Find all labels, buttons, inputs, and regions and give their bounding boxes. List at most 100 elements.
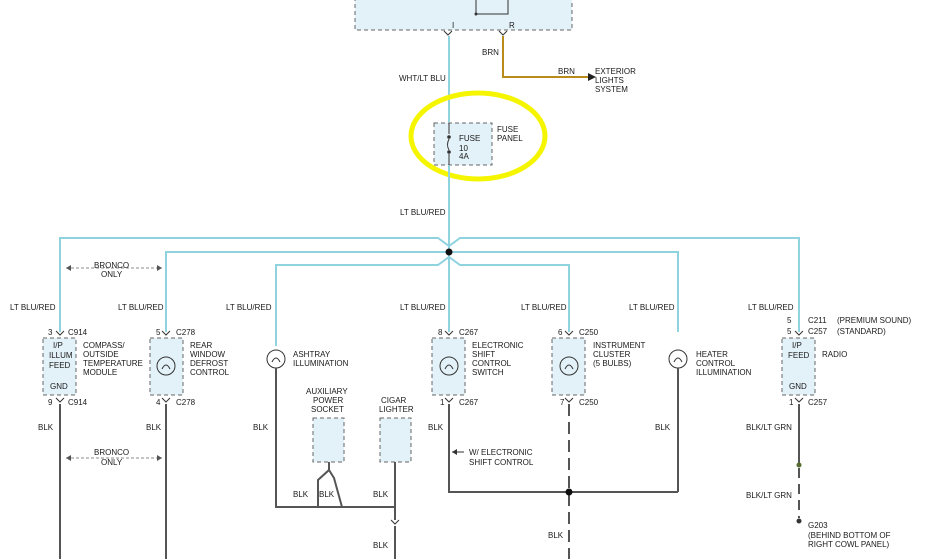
fuse-box	[433, 122, 493, 166]
radio-conn-b: C257	[808, 327, 828, 336]
radio-ground: G203	[808, 521, 828, 530]
top-module-internal	[475, 0, 509, 15]
arrow-icon	[452, 449, 457, 455]
shift-note-1: W/ ELECTRONIC	[469, 448, 533, 457]
rear-wire-out: BLK	[146, 423, 162, 432]
radio-box-2: FEED	[788, 351, 810, 360]
compass-box-1: I/P	[53, 341, 63, 350]
top-module-box	[354, 0, 573, 31]
radio-gnd: GND	[789, 382, 807, 391]
fuse-out-label: LT BLU/RED	[400, 208, 446, 217]
compass-conn-out: C914	[68, 398, 88, 407]
wire-main-label: WHT/LT BLU	[399, 74, 446, 83]
shift-note-2: SHIFT CONTROL	[469, 458, 534, 467]
shift-conn-in: C267	[459, 328, 479, 337]
rear-label-4: CONTROL	[190, 368, 230, 377]
cigar-label-2: LIGHTER	[379, 405, 414, 414]
ashtray-bulb-icon	[266, 349, 286, 369]
splice-dot	[445, 248, 453, 256]
fuse-icon	[447, 138, 450, 151]
connector-icon	[55, 330, 65, 336]
ground-icon	[796, 518, 802, 524]
radio-wire-out-2: BLK/LT GRN	[746, 491, 792, 500]
rear-label-2: WINDOW	[190, 350, 226, 359]
rear-window-box	[149, 337, 184, 396]
bus-outer	[59, 237, 800, 332]
rear-pin-out: 4	[156, 398, 161, 407]
shift-pin-in: 8	[438, 328, 443, 337]
aux-label-3: SOCKET	[311, 405, 344, 414]
connector-icon	[55, 397, 65, 403]
heater-label-1: HEATER	[696, 350, 728, 359]
connector-icon	[444, 397, 454, 403]
radio-ground-note-1: (BEHIND BOTTOM OF	[808, 531, 891, 540]
compass-module-box	[42, 337, 77, 396]
rear-label-1: REAR	[190, 341, 212, 350]
radio-pin-b: 5	[787, 327, 792, 336]
connector-icon	[564, 397, 574, 403]
compass-label-4: MODULE	[83, 368, 117, 377]
radio-note-b: (STANDARD)	[837, 327, 886, 336]
connector-icon	[564, 330, 574, 336]
connector-icon	[390, 519, 400, 525]
compass-conn-in: C914	[68, 328, 88, 337]
wire-brn-label-1: BRN	[482, 48, 499, 57]
radio-wire-in: LT BLU/RED	[748, 303, 794, 312]
heater-wire-out: BLK	[655, 423, 671, 432]
bulb-icon	[156, 356, 176, 376]
connector-icon	[161, 397, 171, 403]
heater-label-3: ILLUMINATION	[696, 368, 752, 377]
connector-icon	[161, 330, 171, 336]
shift-wire-in: LT BLU/RED	[400, 303, 446, 312]
bulb-filament	[673, 357, 683, 363]
radio-box	[781, 337, 816, 396]
ashtray-label-2: ILLUMINATION	[293, 359, 349, 368]
shift-label-4: SWITCH	[472, 368, 504, 377]
shift-label-2: SHIFT	[472, 350, 495, 359]
compass-label-1: COMPASS/	[83, 341, 125, 350]
aux-label-1: AUXILIARY	[306, 387, 348, 396]
connector-icon	[444, 330, 454, 336]
cluster-conn-in: C250	[579, 328, 599, 337]
connector-icon	[794, 397, 804, 403]
shift-control-box	[431, 337, 466, 396]
splice-dot	[565, 488, 573, 496]
bus-inner	[275, 255, 570, 346]
cluster-wire-in: LT BLU/RED	[521, 303, 567, 312]
shift-label-3: CONTROL	[472, 359, 512, 368]
aux-socket-box	[312, 417, 345, 463]
cluster-label-2: CLUSTER	[593, 350, 631, 359]
fuse-panel-label-2: PANEL	[497, 134, 523, 143]
radio-note-a: (PREMIUM SOUND)	[837, 316, 912, 325]
radio-label: RADIO	[822, 350, 847, 359]
bronco-label-bottom-2: ONLY	[101, 458, 123, 467]
ashtray-label-1: ASHTRAY	[293, 350, 331, 359]
splice-dot	[796, 462, 802, 468]
shift-label-1: ELECTRONIC	[472, 341, 524, 350]
cluster-pin-out: 7	[560, 398, 565, 407]
fuse-number: 10	[459, 144, 468, 153]
exterior-lights-label-1: EXTERIOR	[595, 67, 636, 76]
cigar-label-1: CIGAR	[381, 396, 407, 405]
arrow-icon	[588, 73, 596, 81]
ashtray-wire-in: LT BLU/RED	[226, 303, 272, 312]
compass-gnd: GND	[50, 382, 68, 391]
highlight-circle	[408, 90, 548, 182]
ashtray-wire-out: BLK	[253, 423, 269, 432]
radio-wire-out-1: BLK/LT GRN	[746, 423, 792, 432]
connector-icon	[794, 330, 804, 336]
compass-box-3: FEED	[49, 361, 71, 370]
radio-conn-a: C211	[808, 316, 827, 325]
compass-wire-out: BLK	[38, 423, 54, 432]
bulb-filament	[444, 364, 454, 370]
aux-wire-a: BLK	[293, 490, 309, 499]
compass-box-2: ILLUM	[49, 351, 73, 360]
cluster-conn-out: C250	[579, 398, 599, 407]
radio-pin-out: 1	[789, 398, 794, 407]
cluster-pin-in: 6	[558, 328, 563, 337]
cigar-lighter-box	[379, 417, 412, 463]
compass-label-3: TEMPERATURE	[83, 359, 143, 368]
connector-top-r	[498, 30, 508, 36]
compass-label-2: OUTSIDE	[83, 350, 119, 359]
